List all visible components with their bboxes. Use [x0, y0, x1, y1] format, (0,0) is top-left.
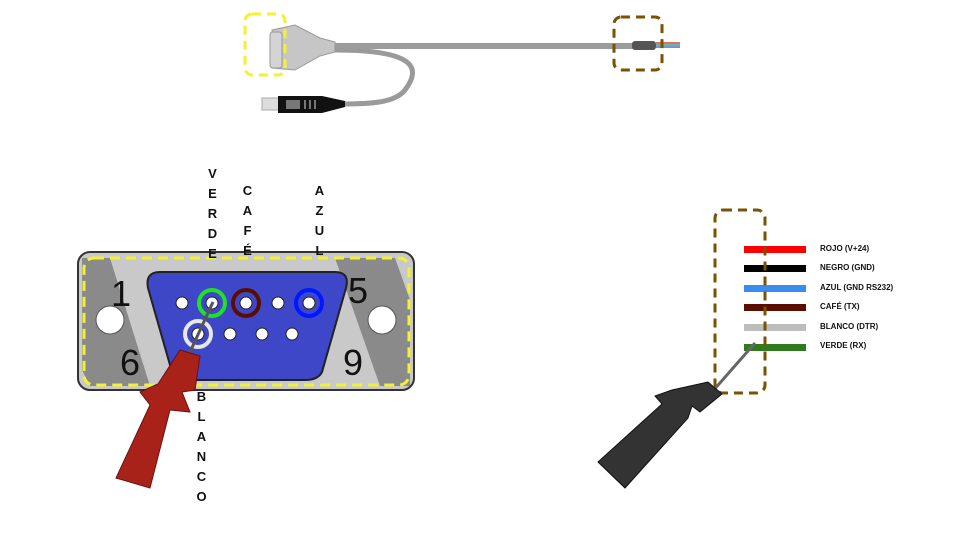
label-verde: VERDE: [205, 166, 220, 266]
legend-verde: VERDE (RX): [820, 341, 867, 350]
legend-azul: AZUL (GND RS232): [820, 283, 894, 292]
label-blanco: BLANCO: [194, 389, 209, 509]
pin-ring-verde: [197, 288, 227, 318]
serial-usb-cable: [243, 12, 680, 113]
pin-ring-cafe: [231, 288, 261, 318]
pin-ring-blanco: [183, 319, 213, 349]
pin-number-5: 5: [348, 270, 368, 311]
wire-legend: [713, 208, 806, 395]
red-test-probe: [115, 301, 215, 489]
legend-negro: NEGRO (GND): [820, 263, 875, 272]
db9-connector: 1 5 6 9: [77, 251, 415, 391]
legend-rojo: ROJO (V+24): [820, 244, 870, 253]
pin-number-9: 9: [343, 342, 363, 383]
label-azul: AZUL: [312, 183, 327, 263]
black-test-probe: [597, 342, 757, 489]
pin-ring-azul: [294, 288, 324, 318]
pin-number-1: 1: [111, 273, 131, 314]
legend-blanco: BLANCO (DTR): [820, 322, 879, 331]
pin-number-6: 6: [120, 342, 140, 383]
label-cafe: CAFÉ: [240, 183, 255, 263]
legend-cafe: CAFÉ (TX): [820, 302, 860, 311]
brown-highlight-box: [612, 15, 664, 72]
yellow-highlight-box: [243, 12, 287, 77]
